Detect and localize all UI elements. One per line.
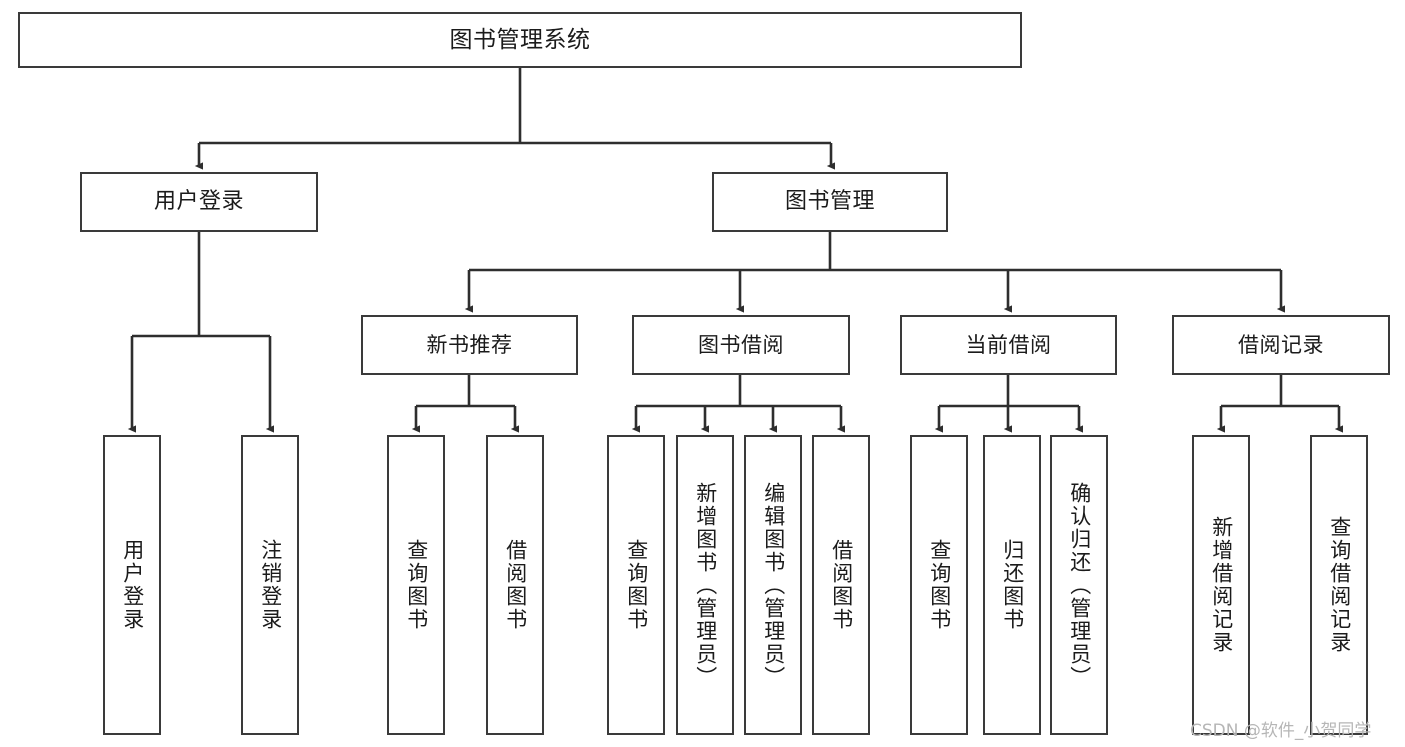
leaf-confirm-return-label: 确认归还（管理员） [1067,481,1092,689]
leaf-borrow-book-2-label: 借阅图书 [829,539,854,631]
leaf-borrow-book-2[interactable]: 借阅图书 [812,435,870,735]
leaf-return-book-label: 归还图书 [1000,539,1025,631]
leaf-edit-book-label: 编辑图书（管理员） [761,481,786,689]
node-book-manage-label: 图书管理 [784,189,875,215]
node-user-login[interactable]: 用户登录 [80,172,318,232]
leaf-borrow-book-1[interactable]: 借阅图书 [486,435,544,735]
node-borrow-record[interactable]: 借阅记录 [1172,315,1390,375]
csdn-watermark: CSDN @软件_小贺同学 [1190,721,1372,741]
leaf-add-book[interactable]: 新增图书（管理员） [676,435,734,735]
leaf-user-login[interactable]: 用户登录 [103,435,161,735]
leaf-query-book-1-label: 查询图书 [404,539,429,631]
node-book-borrow-label: 图书借阅 [698,332,784,357]
leaf-borrow-book-1-label: 借阅图书 [503,539,528,631]
node-user-login-label: 用户登录 [153,189,244,215]
node-book-manage[interactable]: 图书管理 [712,172,948,232]
leaf-add-record[interactable]: 新增借阅记录 [1192,435,1250,735]
node-root[interactable]: 图书管理系统 [18,12,1022,68]
leaf-confirm-return[interactable]: 确认归还（管理员） [1050,435,1108,735]
leaf-query-record-label: 查询借阅记录 [1327,516,1352,654]
leaf-add-book-label: 新增图书（管理员） [693,481,718,689]
leaf-query-record[interactable]: 查询借阅记录 [1310,435,1368,735]
node-new-book-rec[interactable]: 新书推荐 [361,315,578,375]
leaf-query-book-2[interactable]: 查询图书 [607,435,665,735]
leaf-add-record-label: 新增借阅记录 [1209,516,1234,654]
leaf-user-logout[interactable]: 注销登录 [241,435,299,735]
leaf-query-book-1[interactable]: 查询图书 [387,435,445,735]
leaf-query-book-3-label: 查询图书 [927,539,952,631]
leaf-return-book[interactable]: 归还图书 [983,435,1041,735]
node-borrow-record-label: 借阅记录 [1238,332,1324,357]
node-current-borrow-label: 当前借阅 [965,332,1052,357]
leaf-query-book-2-label: 查询图书 [624,539,649,631]
node-book-borrow[interactable]: 图书借阅 [632,315,850,375]
leaf-query-book-3[interactable]: 查询图书 [910,435,968,735]
leaf-user-logout-label: 注销登录 [258,539,283,631]
node-new-book-rec-label: 新书推荐 [426,332,513,357]
leaf-edit-book[interactable]: 编辑图书（管理员） [744,435,802,735]
node-root-label: 图书管理系统 [449,26,591,53]
node-current-borrow[interactable]: 当前借阅 [900,315,1117,375]
leaf-user-login-label: 用户登录 [120,539,145,631]
